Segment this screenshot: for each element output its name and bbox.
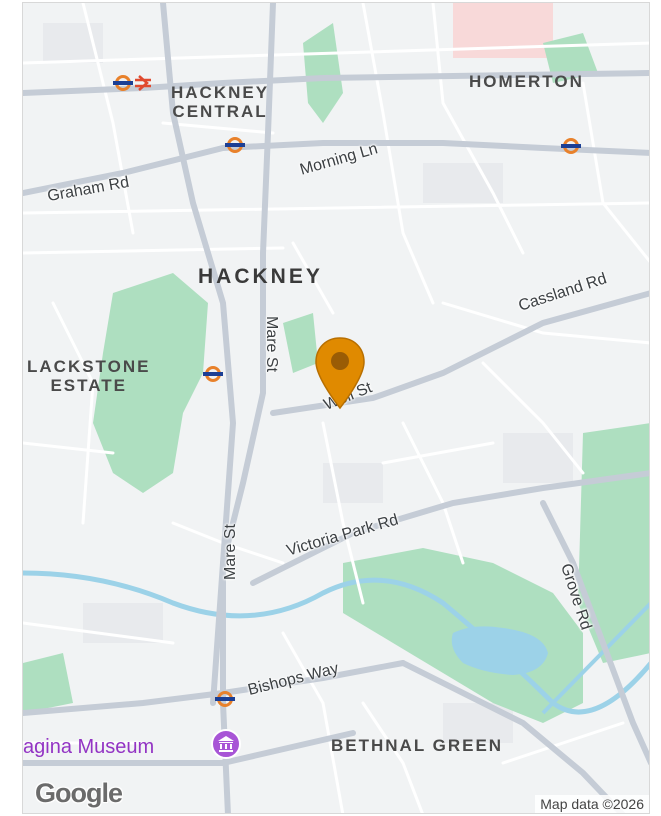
map-attribution[interactable]: Map data ©2026 bbox=[535, 795, 649, 813]
railway-line bbox=[160, 3, 237, 813]
northern-road bbox=[23, 70, 649, 96]
area-label-blackstone-estate: LACKSTONE ESTATE bbox=[27, 357, 151, 395]
overground-station-icon[interactable] bbox=[215, 691, 235, 707]
victoria-park-road bbox=[250, 470, 649, 586]
overground-station-icon[interactable] bbox=[225, 137, 245, 153]
area-label-homerton: HOMERTON bbox=[469, 72, 584, 91]
canal-branch bbox=[541, 602, 649, 715]
map-view[interactable]: HACKNEY CENTRAL HOMERTON HACKNEY LACKSTO… bbox=[22, 2, 650, 814]
poi-label-museum[interactable]: agina Museum bbox=[23, 736, 155, 758]
location-pin-icon[interactable] bbox=[313, 336, 367, 412]
regents-canal bbox=[23, 570, 649, 715]
southern-road bbox=[23, 730, 356, 766]
eastern-road bbox=[400, 660, 626, 813]
area-label-bethnal-green: BETHNAL GREEN bbox=[331, 736, 504, 755]
small-park-north bbox=[303, 23, 343, 123]
road-label-mare-st-north: Mare St bbox=[263, 315, 281, 373]
area-label-hackney-central: HACKNEY CENTRAL bbox=[171, 83, 270, 121]
google-logo: Google bbox=[35, 778, 123, 808]
small-park-centre bbox=[283, 313, 318, 373]
area-label-hackney: HACKNEY bbox=[198, 265, 323, 288]
map-canvas[interactable] bbox=[23, 3, 650, 814]
small-park-west bbox=[23, 653, 73, 713]
national-rail-icon[interactable] bbox=[133, 75, 153, 91]
graham-morning-road bbox=[23, 140, 649, 196]
museum-icon[interactable] bbox=[209, 729, 243, 769]
overground-station-icon[interactable] bbox=[561, 138, 581, 154]
road-label-mare-st-south: Mare St bbox=[222, 523, 240, 581]
minor-roads bbox=[23, 3, 649, 813]
overground-station-icon[interactable] bbox=[113, 75, 133, 91]
overground-station-icon[interactable] bbox=[203, 366, 223, 382]
grove-road bbox=[540, 500, 649, 766]
mare-st-road bbox=[210, 3, 276, 706]
hackney-downs-park bbox=[93, 273, 208, 493]
